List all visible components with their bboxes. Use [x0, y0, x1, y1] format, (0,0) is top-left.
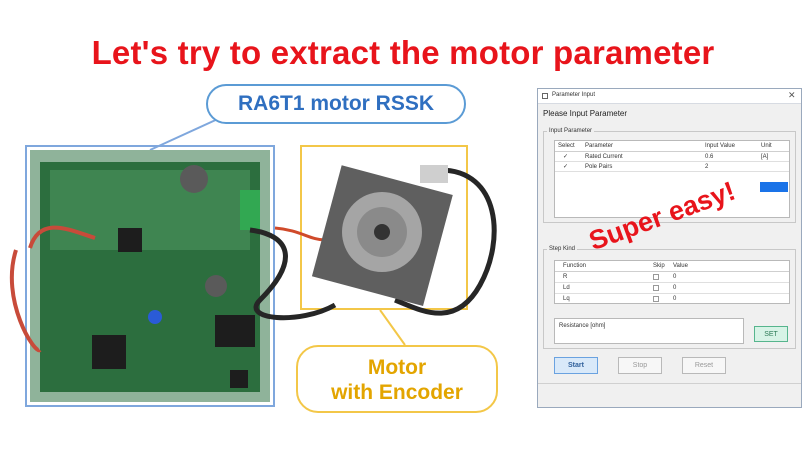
col-parameter: Parameter — [585, 143, 614, 149]
divider — [538, 383, 801, 384]
col-input-value: Input Value — [705, 143, 735, 149]
table-row[interactable]: Ld 0 — [555, 283, 789, 294]
headline: Let's try to extract the motor parameter — [91, 34, 715, 71]
row-value[interactable]: 2 — [705, 164, 709, 170]
table-row[interactable]: ✓ Rated Current 0.6 [A] — [555, 152, 789, 162]
row-value[interactable]: 0 — [673, 296, 677, 302]
driver-chip — [92, 335, 126, 369]
board-photo-frame — [25, 145, 275, 407]
col-unit: Unit — [761, 143, 772, 149]
input-table-header: Select Parameter Input Value Unit — [555, 141, 789, 152]
input-group-label: Input Parameter — [547, 128, 595, 134]
col-skip: Skip — [653, 263, 665, 269]
col-function: Function — [563, 263, 587, 269]
motor-callout-line — [379, 309, 406, 346]
skip-checkbox[interactable] — [653, 285, 659, 291]
skip-checkbox[interactable] — [653, 296, 659, 302]
row-parameter: Pole Pairs — [585, 164, 613, 170]
row-unit: [A] — [761, 154, 769, 160]
resistance-result-box: Resistance [ohm] — [554, 318, 744, 344]
row-value[interactable]: 0 — [673, 285, 677, 291]
row-function: Lq — [563, 296, 570, 302]
dialog-prompt: Please Input Parameter — [543, 109, 628, 118]
selected-cell — [760, 182, 788, 192]
dialog-title: Parameter Input — [552, 92, 596, 98]
step-kind-group: Step Kind Function Skip Value R 0 Ld 0 L… — [543, 246, 796, 349]
reset-button[interactable]: Reset — [682, 357, 726, 374]
col-value: Value — [673, 263, 688, 269]
capacitor — [180, 165, 208, 193]
motor-photo-frame — [300, 145, 468, 310]
row-checkbox[interactable]: ✓ — [563, 164, 569, 170]
board-callout-line — [149, 117, 221, 151]
close-icon[interactable]: ✕ — [788, 90, 796, 100]
step-group-label: Step Kind — [547, 246, 578, 252]
app-icon — [542, 93, 548, 99]
skip-checkbox[interactable] — [653, 274, 659, 280]
connector — [240, 190, 260, 230]
row-checkbox[interactable]: ✓ — [563, 154, 569, 160]
parameter-input-dialog: Parameter Input ✕ Please Input Parameter… — [537, 88, 802, 408]
input-parameter-table: Select Parameter Input Value Unit ✓ Rate… — [554, 140, 790, 218]
resistance-label: Resistance [ohm] — [559, 323, 606, 329]
motor-callout-line1: Motor — [367, 356, 427, 379]
board-callout: RA6T1 motor RSSK — [206, 84, 466, 124]
set-button[interactable]: SET — [754, 326, 788, 342]
board-photo — [30, 150, 270, 402]
step-kind-table: Function Skip Value R 0 Ld 0 Lq 0 — [554, 260, 790, 304]
row-parameter: Rated Current — [585, 154, 623, 160]
table-row[interactable]: Lq 0 — [555, 294, 789, 304]
mcu-chip — [118, 228, 142, 252]
motor-callout: Motor with Encoder — [296, 345, 498, 413]
table-row[interactable]: R 0 — [555, 272, 789, 283]
step-table-header: Function Skip Value — [555, 261, 789, 272]
dialog-titlebar: Parameter Input ✕ — [538, 89, 801, 104]
col-select: Select — [558, 143, 575, 149]
start-button[interactable]: Start — [554, 357, 598, 374]
input-parameter-group: Input Parameter Select Parameter Input V… — [543, 128, 796, 223]
motor-callout-line2: with Encoder — [331, 381, 463, 404]
row-function: Ld — [563, 285, 570, 291]
stop-button[interactable]: Stop — [618, 357, 662, 374]
table-row[interactable]: ✓ Pole Pairs 2 — [555, 162, 789, 192]
row-value[interactable]: 0 — [673, 274, 677, 280]
row-function: R — [563, 274, 568, 280]
row-value[interactable]: 0.6 — [705, 154, 714, 160]
